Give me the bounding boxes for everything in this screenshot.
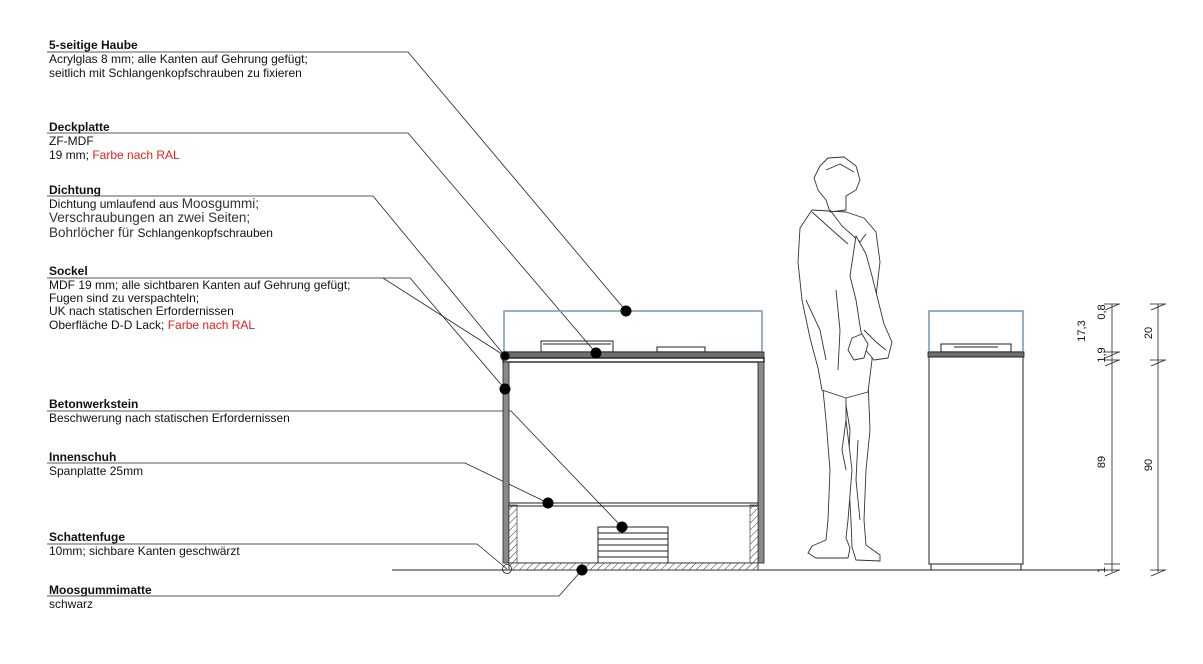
leader-dot (620, 305, 632, 317)
svg-text:Beschwerung nach statischen Er: Beschwerung nach statischen Erforderniss… (49, 411, 290, 425)
top-plate (502, 351, 765, 359)
label-moosgummimatte: Moosgummimatte schwarz (49, 583, 152, 611)
detail-circle (502, 564, 512, 574)
exhibit-object-side (940, 343, 1012, 353)
label-title: Sockel (49, 264, 88, 278)
label-text-red: Farbe nach RAL (168, 318, 256, 332)
detail-circle (500, 351, 510, 361)
svg-text:Spanplatte 25mm: Spanplatte 25mm (49, 464, 143, 478)
label-dichtung: Dichtung Dichtung umlaufend aus Moosgumm… (49, 183, 273, 240)
dimension-label: 89 (1096, 456, 1108, 468)
svg-text:MDF 19 mm; alle sichtbaren Kan: MDF 19 mm; alle sichtbaren Kanten auf Ge… (49, 278, 351, 292)
dimension-label: 1,9 (1096, 347, 1108, 362)
top-plate-side (927, 351, 1025, 358)
base-wall-right (757, 361, 765, 564)
acrylic-hood (503, 310, 763, 353)
svg-text:Dichtung umlaufend aus Moosgum: Dichtung umlaufend aus Moosgummi; (49, 196, 259, 211)
inner-shoe-right (749, 504, 759, 564)
svg-text:Oberfläche D-D Lack; Farbe nac: Oberfläche D-D Lack; Farbe nach RAL (49, 318, 255, 332)
label-text-large: Moosgummi; (182, 196, 259, 211)
leader-dot (501, 352, 509, 360)
leader-haube (47, 51, 627, 312)
label-text: 19 mm; (49, 148, 92, 162)
leader-moosgummimatte (47, 569, 583, 597)
svg-text:ZF-MDF: ZF-MDF (49, 134, 94, 148)
leader-dot (590, 347, 602, 359)
label-text: Schlangenkopfschrauben (138, 226, 273, 240)
leader-dot (499, 383, 511, 395)
leader-sockel-2 (383, 277, 506, 390)
dimension-chain-right: 20 90 (1143, 303, 1166, 577)
acrylic-hood-side (928, 310, 1024, 353)
label-schattenfuge: Schattenfuge 10mm; sichbare Kanten gesch… (49, 530, 240, 558)
leader-schattenfuge (47, 543, 508, 570)
svg-text:Fugen sind zu verspachteln;: Fugen sind zu verspachteln; (49, 291, 199, 305)
dimension-label: 17,3 (1076, 320, 1088, 341)
leader-lines (47, 51, 627, 597)
leader-dot (616, 521, 628, 533)
leader-dot (576, 564, 588, 576)
base-wall-left (502, 361, 510, 564)
base-body (502, 357, 765, 363)
showcase-side-view (927, 310, 1025, 570)
label-text-large: Verschraubungen an zwei Seiten; (49, 210, 250, 225)
foam-mat (508, 562, 759, 571)
label-text-large: Bohrlöcher für (49, 225, 138, 240)
label-betonwerkstein: Betonwerkstein Beschwerung nach statisch… (49, 397, 290, 425)
label-title: Deckplatte (49, 120, 110, 134)
svg-text:19 mm; Farbe nach RAL: 19 mm; Farbe nach RAL (49, 148, 180, 162)
label-text: Beschwerung nach statischen Erforderniss… (49, 411, 290, 425)
svg-text:Acrylglas 8 mm; alle Kanten au: Acrylglas 8 mm; alle Kanten auf Gehrung … (49, 52, 308, 66)
svg-text:Bohrlöcher für Schlangenkopfsc: Bohrlöcher für Schlangenkopfschrauben (49, 225, 273, 240)
label-text-red: Farbe nach RAL (92, 148, 180, 162)
showcase-elevation (500, 310, 765, 574)
svg-text:schwarz: schwarz (49, 597, 93, 611)
label-title: Schattenfuge (49, 530, 125, 544)
label-text: schwarz (49, 597, 93, 611)
dimension-chain-left: 17,3 0,8 1,9 89 1 (1076, 303, 1120, 577)
leader-betonwerkstein (47, 410, 623, 528)
dimension-label: 1 (1096, 567, 1108, 573)
label-innenschuh: Innenschuh Spanplatte 25mm (49, 450, 143, 478)
label-title: Innenschuh (49, 450, 116, 464)
leader-innenschuh (47, 462, 549, 504)
label-text: ZF-MDF (49, 134, 94, 148)
label-title: 5-seitige Haube (49, 38, 138, 52)
dimension-label: 20 (1143, 327, 1155, 339)
label-text: MDF 19 mm; alle sichtbaren Kanten auf Ge… (49, 278, 351, 292)
dimension-label: 90 (1143, 459, 1155, 471)
label-title: Betonwerkstein (49, 397, 138, 411)
label-text: Fugen sind zu verspachteln; (49, 291, 199, 305)
label-deckplatte: Deckplatte ZF-MDF 19 mm; Farbe nach RAL (49, 120, 180, 162)
label-text: Oberfläche D-D Lack; (49, 318, 168, 332)
inner-shoe-left (508, 504, 518, 564)
label-text: Spanplatte 25mm (49, 464, 143, 478)
person-figure (797, 156, 893, 562)
label-text: Acrylglas 8 mm; alle Kanten auf Gehrung … (49, 52, 308, 66)
label-text: UK nach statischen Erfordernissen (49, 304, 234, 318)
leader-deckplatte (47, 132, 597, 354)
label-haube: 5-seitige Haube Acrylglas 8 mm; alle Kan… (49, 38, 308, 80)
label-sockel: Sockel MDF 19 mm; alle sichtbaren Kanten… (49, 264, 351, 332)
leader-dot (542, 497, 554, 509)
label-text: Dichtung umlaufend aus (49, 197, 182, 211)
dimension-label: 0,8 (1096, 304, 1108, 319)
label-title: Dichtung (49, 183, 101, 197)
label-text: seitlich mit Schlangenkopfschrauben zu f… (49, 66, 302, 80)
svg-text:UK nach statischen Erfordernis: UK nach statischen Erfordernissen (49, 304, 234, 318)
svg-text:seitlich mit Schlangenkopfschr: seitlich mit Schlangenkopfschrauben zu f… (49, 66, 302, 80)
leader-dichtung (47, 195, 506, 357)
label-title: Moosgummimatte (49, 583, 152, 597)
concrete-weights (597, 526, 669, 564)
label-text: 10mm; sichbare Kanten geschwärzt (49, 544, 240, 558)
svg-text:Verschraubungen an zwei Seiten: Verschraubungen an zwei Seiten; (49, 210, 250, 225)
exhibit-object (540, 340, 614, 353)
svg-text:10mm; sichbare Kanten geschwär: 10mm; sichbare Kanten geschwärzt (49, 544, 240, 558)
leader-dots (499, 305, 632, 576)
base-side (928, 356, 1024, 565)
